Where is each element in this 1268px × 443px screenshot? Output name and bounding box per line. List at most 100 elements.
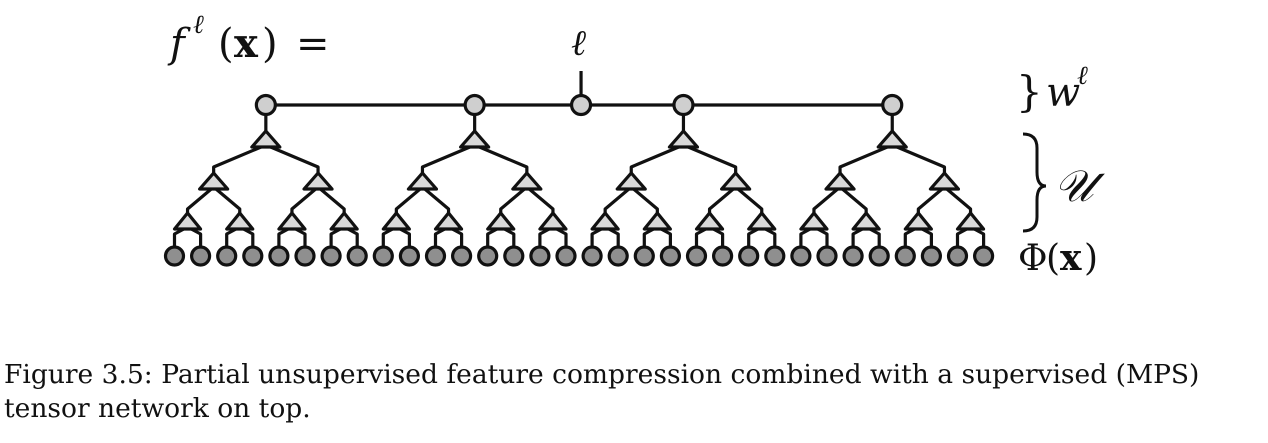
tree-tensor-level2 (198, 171, 230, 191)
tree-edge (421, 185, 451, 215)
feature-map-node (555, 245, 577, 267)
lhs-sup: ℓ (193, 10, 204, 40)
feature-map-node (790, 245, 812, 267)
feature-map-node (424, 245, 447, 267)
tree-edge (603, 185, 633, 215)
label-inputs-close: ) (1084, 238, 1098, 279)
label-inputs-open: ( (1046, 238, 1060, 279)
tree-tensor-level3 (459, 129, 491, 149)
feature-map-node (816, 245, 838, 267)
brace-large (1022, 132, 1047, 233)
tree-edge (290, 185, 320, 215)
lhs-eq: = (296, 21, 330, 67)
feature-map-node (268, 245, 290, 267)
caption-text: Partial unsupervised feature compression… (4, 359, 1200, 424)
tree-tensor-level1 (433, 211, 464, 231)
tree-tensor-level3 (876, 129, 908, 149)
tree-tensor-level1 (225, 211, 255, 231)
feature-map-node (894, 245, 916, 267)
feature-map-node (764, 245, 786, 267)
tree-edge (185, 185, 215, 215)
label-inputs-arg: x (1060, 237, 1082, 279)
lhs-close-paren: ) (262, 21, 278, 67)
feature-map-node (529, 245, 551, 267)
feature-map-node (477, 245, 499, 267)
mps-tensor-node (672, 93, 695, 117)
feature-map-node (398, 245, 420, 267)
brace-small: } (1016, 67, 1043, 116)
label-tree-sym: 𝒰 (1054, 161, 1105, 212)
feature-map-node (581, 245, 603, 267)
tree-edge (629, 143, 685, 175)
feature-map-node (842, 245, 864, 267)
label-tensor-node (569, 93, 593, 117)
tree-tensor-level2 (302, 171, 334, 191)
feature-map-node (503, 245, 525, 267)
tree-edge (265, 143, 320, 175)
tree-edge (707, 185, 737, 215)
tree-tensor-level1 (851, 211, 881, 231)
label-top-sup: ℓ (1077, 61, 1088, 91)
tree-tensor-level1 (172, 211, 203, 231)
tree-tensor-level2 (406, 171, 439, 191)
label-top-layer: } w ℓ (1016, 61, 1088, 116)
figure-caption: Figure 3.5: Partial unsupervised feature… (4, 358, 1266, 426)
tree-edge (734, 185, 764, 215)
feature-map-node (346, 245, 368, 267)
feature-map-node (242, 245, 264, 267)
feature-map-node (972, 245, 995, 267)
tree-edge (839, 185, 868, 215)
mps-tensor-node (254, 93, 277, 117)
feature-map-node (920, 245, 943, 267)
tensor-network-diagram: f ℓ ( x ) = ℓ } w ℓ 𝒰 Φ ( x ) (163, 10, 1105, 279)
tree-edge (212, 185, 242, 215)
tree-edge (916, 185, 946, 215)
tree-tensor-level2 (511, 171, 543, 191)
tree-tensor-level2 (824, 171, 856, 191)
tree-edge (317, 185, 346, 215)
feature-map-node (685, 245, 708, 267)
feature-map-node (190, 245, 212, 267)
tree-tensor-level3 (667, 129, 700, 149)
feature-map-node (320, 245, 342, 267)
mps-tensor-node (881, 93, 904, 117)
tree-edge (394, 185, 424, 215)
tree-tensor-level1 (642, 211, 672, 231)
feature-map-node (659, 245, 682, 267)
tree-edge (630, 185, 659, 215)
tree-tensor-level2 (928, 171, 961, 191)
caption-label: Figure 3.5: (4, 359, 153, 390)
lhs-func: f (167, 21, 191, 67)
tree-tensor-level2 (720, 171, 752, 191)
label-inputs-phi: Φ (1018, 238, 1048, 279)
feature-map-node (294, 245, 316, 267)
feature-map-node (946, 245, 969, 267)
tree-tensor-level1 (747, 211, 777, 231)
tree-tensor-level1 (903, 211, 933, 231)
tree-edge (838, 143, 893, 175)
lhs-open-paren: ( (218, 21, 234, 67)
feature-map-node (216, 245, 238, 267)
tree-edge (943, 185, 973, 215)
lhs-arg: x (234, 20, 259, 67)
tree-tensor-level1 (486, 211, 516, 231)
feature-map-node (711, 245, 734, 267)
tree-edge (891, 143, 947, 175)
feature-map-node (868, 245, 890, 267)
feature-map-node (738, 245, 760, 267)
feature-map-node (372, 245, 394, 267)
tree-tensor-level1 (799, 211, 829, 231)
tree-tensor-level1 (590, 211, 620, 231)
tree-tensor-level1 (955, 211, 986, 231)
feature-map-node (633, 245, 655, 267)
label-top-sym: w (1046, 70, 1080, 116)
tree-edge (812, 185, 842, 215)
mps-tensor-node (463, 93, 486, 117)
tree-tensor-level1 (694, 211, 725, 231)
label-inputs: Φ ( x ) (1018, 237, 1098, 279)
label-index: ℓ (571, 23, 586, 64)
tree-tensor-level1 (277, 211, 307, 231)
tree-edge (474, 143, 529, 175)
tree-tensor-level1 (381, 211, 411, 231)
feature-map-node (451, 245, 473, 267)
